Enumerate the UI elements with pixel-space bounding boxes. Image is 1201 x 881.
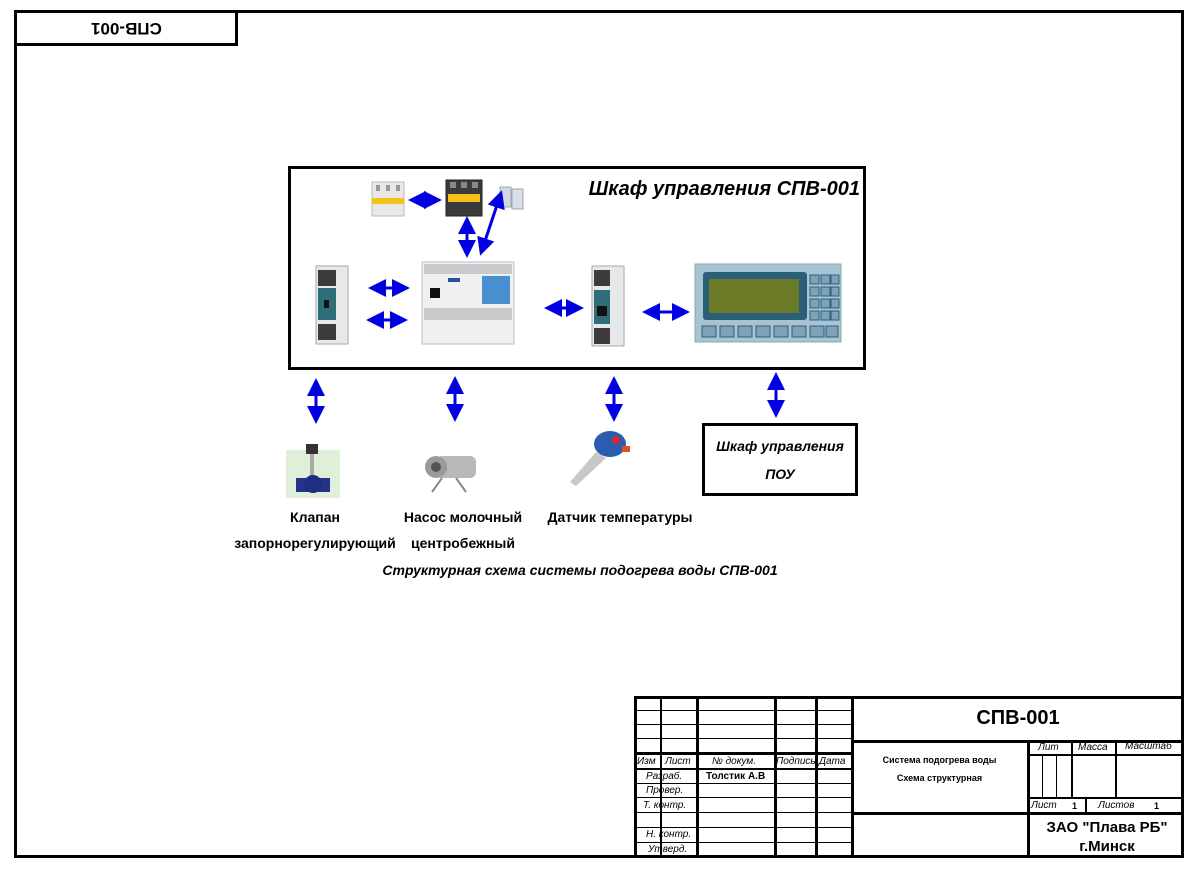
tb-doc-title-line1: Система подогрева воды [882, 755, 997, 765]
terminal-block-icon [499, 186, 524, 210]
contactor-icon [445, 179, 483, 217]
tb-divider [634, 783, 852, 784]
pou-line1: Шкаф управления [716, 438, 844, 454]
tb-sheet-label: Лист [1031, 800, 1057, 811]
tb-header-date: Дата [819, 756, 846, 767]
diagram-caption: Структурная схема системы подогрева воды… [382, 562, 778, 578]
tb-divider [1115, 741, 1117, 798]
tb-divider [634, 710, 852, 711]
title-block [634, 696, 1184, 858]
tb-divider [852, 812, 1184, 815]
tb-divider [634, 724, 852, 725]
drawing-frame [14, 10, 1184, 858]
pump-label: Насос молочный центробежный [392, 504, 534, 556]
valve-label: Клапан запорнорегулирующий [222, 504, 408, 556]
tb-divider [634, 768, 852, 770]
circuit-breaker-icon [371, 181, 405, 217]
interface-converter-module-icon [591, 265, 625, 347]
tb-massa-label: Масса [1078, 742, 1108, 753]
tb-header-list: Лист [665, 756, 691, 767]
top-left-stamp: СПВ-001 [14, 10, 238, 46]
tb-org-line2: г.Минск [1079, 838, 1135, 855]
tb-divider [634, 827, 852, 828]
tb-org-line1: ЗАО "Плава РБ" [1046, 819, 1168, 836]
tb-divider [851, 696, 854, 858]
tb-divider [1027, 740, 1030, 858]
tb-divider [634, 842, 852, 843]
valve-icon [286, 444, 340, 498]
operator-panel-icon [694, 263, 842, 343]
pump-label-line1: Насос молочный [403, 509, 523, 525]
tb-divider [696, 696, 699, 858]
tb-divider [1056, 755, 1057, 798]
tb-divider [1085, 798, 1087, 813]
tb-document-code: СПВ-001 [976, 707, 1060, 729]
tb-role-prover: Провер. [646, 785, 684, 796]
tb-role-razrab: Разраб. [646, 771, 683, 782]
plc-controller-icon [421, 261, 515, 345]
sensor-label-line1: Датчик температуры [547, 509, 693, 525]
tb-divider [634, 738, 852, 739]
pump-icon [425, 456, 476, 493]
tb-doc-title-line2: Схема структурная [896, 773, 983, 783]
tb-sheet-value: 1 [1072, 801, 1078, 811]
tb-divider [634, 812, 852, 813]
tb-header-sign: Подпись [776, 756, 816, 767]
tb-divider [634, 752, 852, 755]
tb-divider [815, 696, 818, 858]
tb-role-n-kontr: Н. контр. [646, 829, 692, 840]
tb-scale-label: Масштаб [1125, 741, 1172, 752]
control-cabinet-box [288, 166, 866, 370]
pou-line2: ПОУ [765, 466, 795, 482]
pump-label-line2: центробежный [410, 535, 515, 551]
tb-divider [1028, 754, 1184, 756]
sensor-label: Датчик температуры [540, 504, 700, 530]
valve-label-line1: Клапан [290, 509, 340, 525]
tb-role-utverd: Утверд. [648, 844, 688, 855]
cabinet-title: Шкаф управления СПВ-001 [588, 178, 860, 200]
tb-header-izm: Изм [637, 756, 656, 767]
tb-divider [1042, 755, 1043, 798]
tb-divider [660, 696, 662, 858]
tb-sheets-label: Листов [1098, 800, 1135, 811]
tb-sheets-value: 1 [1154, 801, 1160, 811]
tb-divider [852, 740, 1184, 743]
power-supply-module-icon [315, 265, 349, 345]
tb-divider [634, 797, 852, 798]
pou-cabinet-box: Шкаф управления ПОУ [702, 423, 858, 496]
valve-label-line2: запорнорегулирующий [234, 535, 396, 551]
tb-role-t-kontr: Т. контр. [643, 800, 687, 811]
tb-divider [774, 696, 777, 858]
tb-lit-label: Лит [1038, 742, 1059, 753]
tb-header-doc-no: № докум. [712, 756, 757, 767]
tb-divider [1071, 741, 1073, 798]
tb-divider [1028, 797, 1184, 799]
top-left-stamp-text: СПВ-001 [90, 19, 162, 38]
temperature-sensor-icon [570, 431, 630, 486]
tb-developer-name: Толстик А.В [706, 771, 766, 782]
